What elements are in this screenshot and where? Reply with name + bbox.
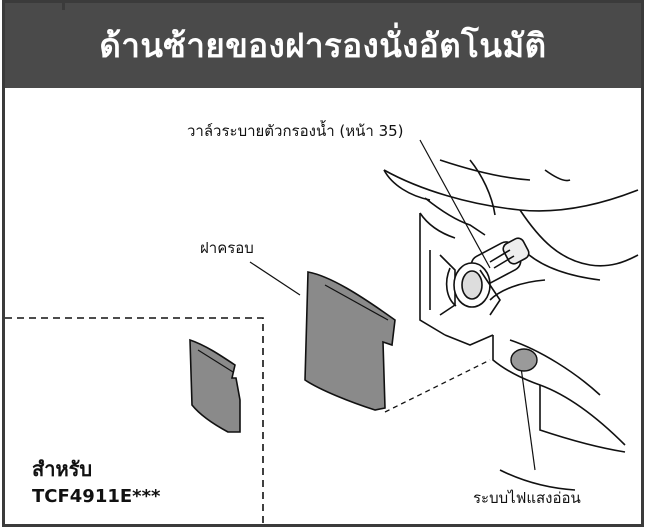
drain-valve-label: วาล์วระบายตัวกรองน้ำ (หน้า 35) [187,122,404,140]
model-number: TCF4911E*** [32,486,161,507]
model-note-prefix: สำหรับ [32,457,93,481]
drain-valve-assembly [445,237,530,316]
seat-body-outline [383,159,639,491]
frame-tick [62,0,65,10]
header-bar: ด้านซ้ายของฝารองนั่งอัตโนมัติ [5,3,641,88]
leader-lines [249,139,536,471]
cover-label: ฝาครอบ [200,239,254,257]
guide-dashed-line [384,359,491,413]
night-light-label: ระบบไฟแสงอ่อน [473,489,581,507]
page-title: ด้านซ้ายของฝารองนั่งอัตโนมัติ [99,26,547,65]
cover-panel-large [304,271,396,411]
cover-panel-small [189,338,241,433]
model-variant-box [5,317,264,527]
night-light-lens [510,348,538,372]
